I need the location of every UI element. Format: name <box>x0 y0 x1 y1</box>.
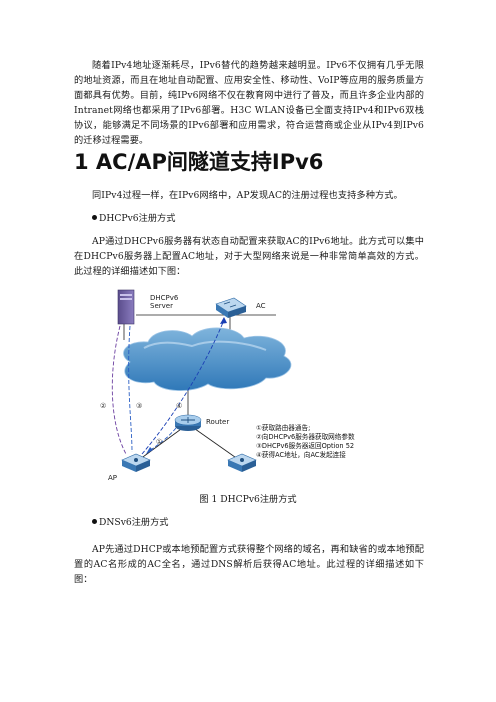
bullet-dot-icon <box>92 519 97 524</box>
step-4-marker: ④ <box>176 402 182 410</box>
router-icon <box>174 414 202 431</box>
legend-item: ②向DHCPv6服务器获取网络参数 <box>256 432 355 441</box>
ap2-device-icon <box>227 453 257 472</box>
dhcpv6-diagram: DHCPv6 Server AC Router <box>100 289 355 482</box>
section-heading: 1 AC/AP间隧道支持IPv6 <box>74 150 324 174</box>
server-label-2: Server <box>150 302 173 310</box>
bullet-dhcpv6: DHCPv6注册方式 <box>92 212 175 226</box>
diagram-legend: ①获取路由器通告; ②向DHCPv6服务器获取网络参数 ③DHCPv6服务器返回… <box>256 423 355 459</box>
network-cloud <box>123 327 292 391</box>
router-ap2-link <box>187 423 243 463</box>
step-1-marker: ① <box>156 438 162 446</box>
step-3-marker: ③ <box>136 402 142 410</box>
step-2-marker: ② <box>100 402 106 410</box>
bullet-dot-icon <box>92 215 97 220</box>
server-label-1: DHCPv6 <box>150 294 179 302</box>
intro-paragraph: 随着IPv4地址逐渐耗尽，IPv6替代的趋势越来越明显。IPv6不仅拥有几乎无限… <box>74 60 424 146</box>
bullet-dhcpv6-label: DHCPv6注册方式 <box>99 213 176 224</box>
figure-caption: 图 1 DHCPv6注册方式 <box>199 494 297 505</box>
arrow-step-1 <box>147 427 177 453</box>
flow-arrows <box>111 319 225 455</box>
dnsv6-description: AP先通过DHCP或本地预配置方式获得整个网络的域名，再和缺省的或本地预配置的A… <box>74 544 424 585</box>
legend-item: ③DHCPv6服务器返回Option 52 <box>256 441 354 450</box>
ap-device-icon <box>121 453 151 472</box>
legend-item: ①获取路由器通告; <box>256 423 310 432</box>
arrow-step-3 <box>128 325 133 453</box>
dhcpv6-description: AP通过DHCPv6服务器有状态自动配置来获取AC的IPv6地址。此方式可以集中… <box>74 236 424 277</box>
arrow-step-4 <box>141 319 225 455</box>
legend-item: ④获得AC地址，向AC发起连接 <box>256 450 346 459</box>
dhcpv6-server-icon <box>117 289 135 325</box>
bullet-dnsv6: DNSv6注册方式 <box>92 516 169 530</box>
router-ap-link <box>135 423 189 463</box>
arrow-step-2 <box>111 325 127 455</box>
bullet-dnsv6-label: DNSv6注册方式 <box>99 517 169 528</box>
router-label: Router <box>206 418 229 426</box>
ac-label: AC <box>256 302 266 310</box>
ac-device-icon <box>215 297 247 318</box>
ap-label: AP <box>108 474 117 482</box>
section-intro: 同IPv4过程一样，在IPv6网络中，AP发现AC的注册过程也支持多种方式。 <box>92 190 403 201</box>
